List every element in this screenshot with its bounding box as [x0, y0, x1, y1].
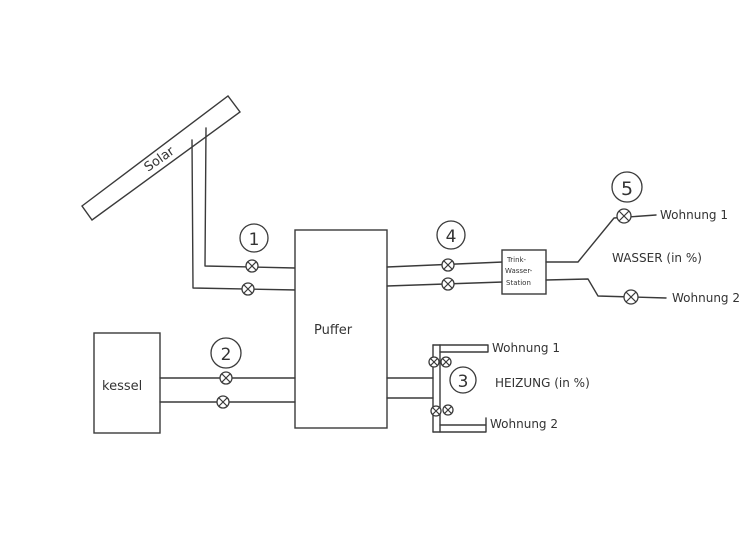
valve-heizung-w1-left [428, 356, 440, 368]
valve-heizung-w1-right [440, 356, 452, 368]
kessel-boiler [93, 332, 161, 434]
puffer-label: Puffer [314, 323, 353, 338]
valve-wasser-wohnung2 [623, 289, 639, 305]
solar-pipe-upper [204, 127, 296, 269]
marker-5-label: 5 [621, 178, 633, 200]
marker-4-label: 4 [446, 227, 457, 247]
valve-station-lower [441, 277, 455, 291]
water-pipe-wohnung2 [545, 278, 667, 299]
trinkwasser-station [501, 249, 547, 295]
solar-pipe-lower [191, 139, 298, 291]
valve-solar-upper [245, 259, 259, 273]
valve-heizung-w2-left [430, 405, 442, 417]
kessel-label: kessel [102, 379, 142, 394]
marker-2: 2 [210, 337, 242, 369]
valve-heizung-w2-right [442, 404, 454, 416]
valve-kessel-upper [219, 371, 233, 385]
solar-panel [81, 95, 241, 221]
marker-4: 4 [436, 220, 466, 250]
station-label-line3: Station [506, 279, 531, 287]
station-label-line2: Wasser- [505, 267, 533, 275]
station-label-line1: Trink- [506, 256, 527, 264]
heizung-wohnung2-label: Wohnung 2 [490, 417, 558, 431]
water-pipe-wohnung1 [545, 214, 657, 263]
heizung-label: HEIZUNG (in %) [495, 376, 590, 390]
marker-3-label: 3 [458, 372, 469, 392]
marker-3: 3 [449, 366, 477, 394]
wasser-wohnung1-label: Wohnung 1 [660, 208, 728, 222]
wasser-label: WASSER (in %) [612, 251, 702, 265]
marker-1-label: 1 [249, 230, 260, 250]
valve-kessel-lower [216, 395, 230, 409]
valve-solar-lower [241, 282, 255, 296]
valve-station-upper [441, 258, 455, 272]
puffer-tank [294, 229, 388, 429]
heizung-wohnung1-label: Wohnung 1 [492, 341, 560, 355]
marker-2-label: 2 [221, 345, 232, 365]
heating-pipe-wohnung2 [432, 417, 487, 433]
marker-5: 5 [611, 171, 643, 203]
heating-pipe-wohnung1 [432, 344, 489, 353]
wasser-wohnung2-label: Wohnung 2 [672, 291, 740, 305]
valve-wasser-wohnung1 [616, 208, 632, 224]
marker-1: 1 [239, 223, 269, 253]
